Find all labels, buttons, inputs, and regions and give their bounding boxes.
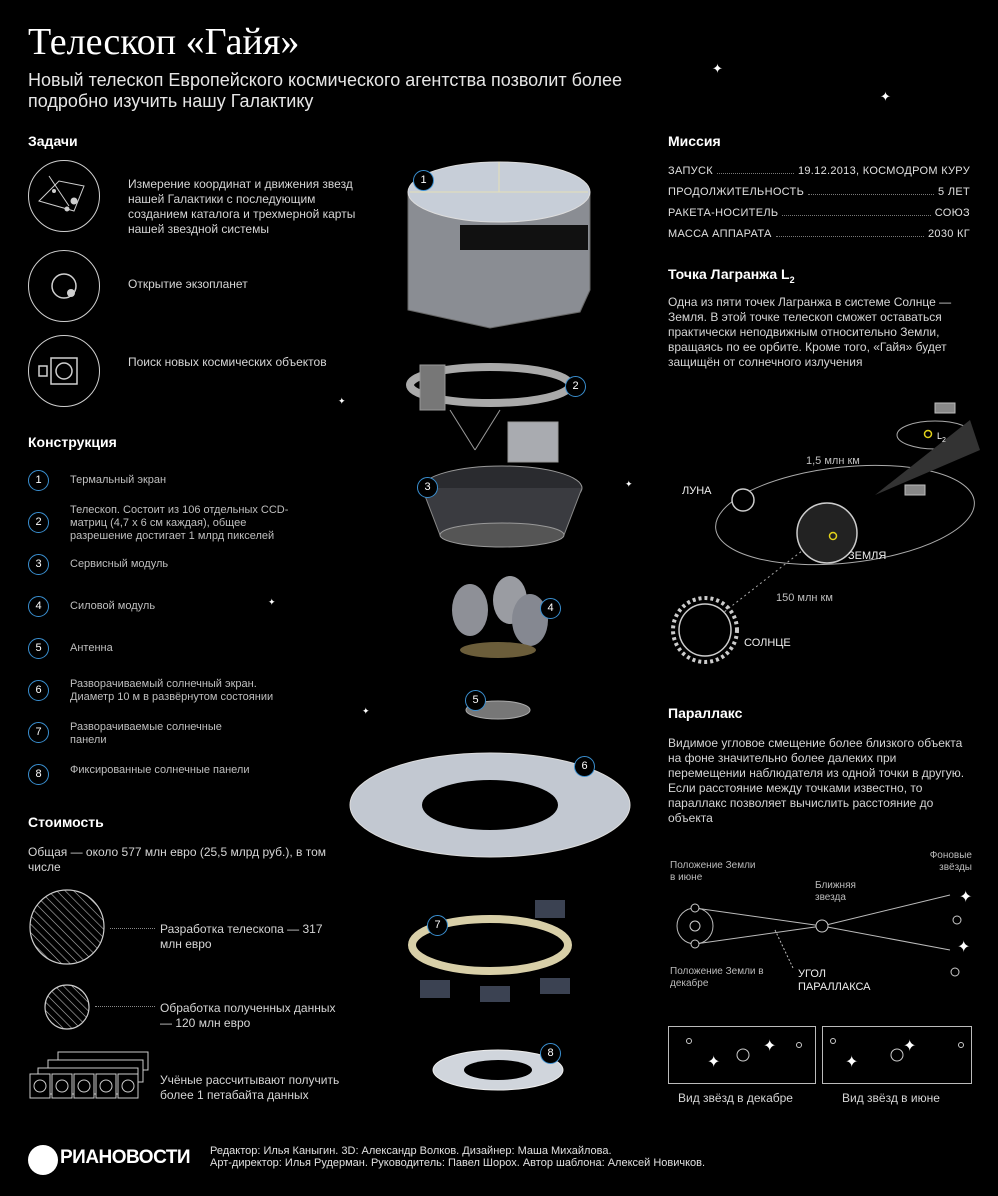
- sun-label: СОЛНЦЕ: [744, 637, 791, 649]
- construction-number: 6: [28, 680, 49, 701]
- construction-heading: Конструкция: [28, 434, 117, 450]
- june-view-label: Вид звёзд в июне: [842, 1091, 940, 1105]
- construction-text: Телескоп. Состоит из 106 отдельных CCD-м…: [70, 504, 289, 542]
- l2-label: L2: [937, 431, 946, 444]
- ria-logo-icon: [28, 1145, 58, 1175]
- leader-line: [110, 928, 155, 929]
- part-tag-6: 6: [574, 756, 595, 777]
- bg-star: ✦: [362, 706, 370, 716]
- construction-number: 8: [28, 764, 49, 785]
- june-view-box: ✦✦: [822, 1026, 972, 1084]
- mission-heading: Миссия: [668, 133, 721, 149]
- part-tag-3: 3: [417, 477, 438, 498]
- svg-text:✦: ✦: [957, 937, 970, 956]
- svg-text:✦: ✦: [903, 1036, 916, 1055]
- bg-star: ✦: [268, 597, 276, 607]
- part-tag-2: 2: [565, 376, 586, 397]
- lagrange-text: Одна из пяти точек Лагранжа в системе Со…: [668, 295, 952, 369]
- construction-number: 3: [28, 554, 49, 575]
- lagrange-heading: Точка Лагранжа L2: [668, 266, 795, 285]
- construction-text: Сервисный модуль: [70, 558, 169, 570]
- leader-line: [95, 1006, 155, 1007]
- december-view-box: ✦✦: [668, 1026, 816, 1084]
- part-tag-1: 1: [413, 170, 434, 191]
- near-star-label: Ближняя звезда: [815, 880, 856, 903]
- construction-text: Термальный экран: [70, 474, 167, 486]
- moon-icon: [731, 488, 755, 512]
- part-tag-7: 7: [427, 915, 448, 936]
- fixed-panels-part: [432, 1049, 564, 1091]
- lagrange-orbit-diagram: [671, 402, 980, 664]
- exoplanet-icon: [28, 250, 100, 322]
- satellite-icon: [904, 402, 956, 496]
- moon-label: ЛУНА: [682, 485, 712, 497]
- construction-text: Силовой модуль: [70, 600, 156, 612]
- december-view-label: Вид звёзд в декабре: [678, 1091, 793, 1105]
- petabyte-text: Учёные рассчитывают получить более 1 пет…: [160, 1073, 340, 1102]
- telescope-part: [406, 363, 574, 463]
- data-cost-circle: [44, 984, 90, 1030]
- task-text: Открытие экзопланет: [128, 277, 248, 291]
- galaxy-map-icon: [28, 160, 100, 232]
- june-position-label: Положение Земли в июне: [670, 860, 756, 883]
- power-module-part: [452, 576, 548, 658]
- tasks-heading: Задачи: [28, 133, 78, 149]
- sun-icon: [671, 596, 739, 664]
- bg-star: ✦: [712, 61, 723, 76]
- cost-total: Общая — около 577 млн евро (25,5 млрд ру…: [28, 845, 327, 874]
- part-tag-4: 4: [540, 598, 561, 619]
- bg-star: ✦: [880, 89, 891, 104]
- construction-number: 4: [28, 596, 49, 617]
- data-cost: Обработка полученных данных — 120 млн ев…: [160, 1001, 336, 1030]
- deployable-panels-part: [408, 900, 572, 1002]
- construction-text: Разворачиваемый солнечный экран. Диаметр…: [70, 678, 274, 703]
- service-module-part: [421, 465, 583, 548]
- part-tag-5: 5: [465, 690, 486, 711]
- bg-star: ✦: [625, 479, 633, 489]
- background-stars-label: Фоновые звёзды: [929, 850, 972, 873]
- task-text: Измерение координат и движения звезд наш…: [128, 177, 356, 236]
- parallax-text: Видимое угловое смещение более близкого …: [668, 736, 965, 825]
- dev-cost: Разработка телескопа — 317 млн евро: [160, 922, 323, 951]
- page-title: Телескоп «Гайя»: [28, 21, 300, 63]
- svg-text:✦: ✦: [959, 887, 972, 906]
- storage-stack-icon: [29, 1051, 149, 1099]
- gaia-exploded-illustration: [349, 161, 631, 1091]
- construction-number: 2: [28, 512, 49, 533]
- construction-number: 1: [28, 470, 49, 491]
- distance-l2: 1,5 млн км: [806, 455, 860, 467]
- earth-label: ЗЕМЛЯ: [848, 550, 887, 562]
- page-subtitle: Новый телескоп Европейского космического…: [28, 70, 623, 111]
- cost-heading: Стоимость: [28, 814, 104, 830]
- telescope-view-icon: [28, 335, 100, 407]
- construction-number: 7: [28, 722, 49, 743]
- part-tag-8: 8: [540, 1043, 561, 1064]
- parallax-diagram: ✦ ✦: [676, 887, 972, 977]
- credits-line-1: Редактор: Илья Каныгин. 3D: Александр Во…: [210, 1145, 612, 1157]
- dev-cost-circle: [29, 889, 105, 965]
- december-position-label: Положение Земли в декабре: [670, 966, 764, 989]
- solar-shield-part: [349, 752, 631, 858]
- construction-text: Разворачиваемые солнечные панели: [70, 721, 222, 746]
- earth-icon: [796, 502, 858, 564]
- svg-text:✦: ✦: [763, 1036, 776, 1055]
- svg-text:✦: ✦: [707, 1052, 720, 1071]
- bg-star: ✦: [338, 396, 346, 406]
- construction-text: Фиксированные солнечные панели: [70, 764, 250, 776]
- thermal-shield-part: [407, 161, 591, 329]
- credits-line-2: Арт-директор: Илья Рудерман. Руководител…: [210, 1157, 706, 1169]
- construction-number: 5: [28, 638, 49, 659]
- construction-text: Антенна: [70, 642, 113, 654]
- task-text: Поиск новых космических объектов: [128, 355, 327, 369]
- parallax-angle-label: УГОЛ ПАРАЛЛАКСА: [798, 968, 871, 993]
- parallax-heading: Параллакс: [668, 705, 743, 721]
- svg-text:✦: ✦: [845, 1052, 858, 1071]
- distance-sun: 150 млн км: [776, 592, 833, 604]
- ria-logo-text: РИАНОВОСТИ: [60, 1147, 191, 1168]
